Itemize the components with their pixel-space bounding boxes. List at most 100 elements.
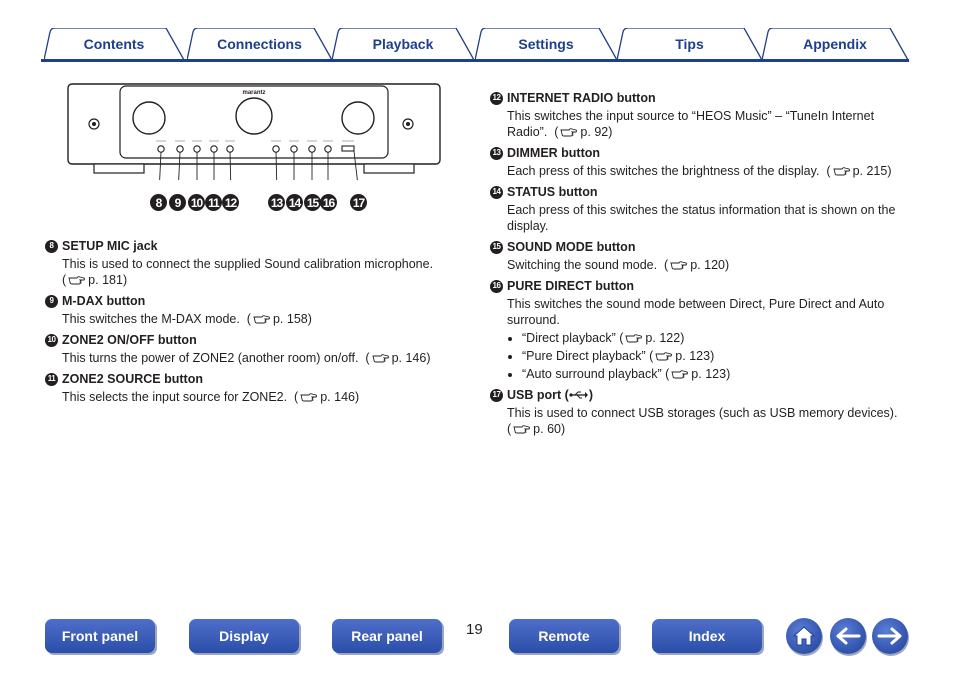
- rear-panel-button[interactable]: Rear panel: [332, 619, 442, 653]
- pointing-hand-icon: [655, 352, 673, 361]
- item-desc: Switching the sound mode.: [507, 258, 658, 272]
- brand-logo: marantz: [242, 90, 265, 96]
- bullet-tail: ): [726, 367, 731, 381]
- page-ref-link[interactable]: (p. 158): [243, 312, 312, 326]
- page-ref-link[interactable]: p. 123: [669, 367, 726, 381]
- tab-connections[interactable]: Connections: [187, 28, 332, 60]
- tab-label: Connections: [217, 36, 302, 52]
- pointing-hand-icon: [300, 393, 318, 402]
- item-desc: This turns the power of ZONE2 (another r…: [62, 351, 359, 365]
- page-ref: p. 60: [533, 422, 561, 436]
- page-ref: p. 146: [320, 390, 355, 404]
- pointing-hand-icon: [625, 334, 643, 343]
- page-ref-link[interactable]: (p. 92): [550, 125, 613, 139]
- item-number: 13: [490, 146, 503, 160]
- page-ref-link[interactable]: p. 123: [653, 349, 710, 363]
- item-title: ZONE2 SOURCE button: [62, 372, 203, 386]
- bullet-text: “Auto surround playback” (: [522, 367, 670, 381]
- tab-appendix[interactable]: Appendix: [762, 28, 908, 60]
- tab-underline: [41, 59, 909, 62]
- back-button[interactable]: [830, 618, 866, 654]
- item-title: INTERNET RADIO button: [507, 91, 656, 105]
- page-ref-link[interactable]: (p. 215): [822, 164, 892, 178]
- page-ref: p. 215: [852, 164, 888, 178]
- tab-label: Contents: [83, 36, 145, 52]
- remote-button[interactable]: Remote: [509, 619, 619, 653]
- display-button[interactable]: Display: [189, 619, 299, 653]
- index-button[interactable]: Index: [652, 619, 762, 653]
- item-title-tail: ): [588, 388, 593, 402]
- page-ref: p. 146: [391, 351, 427, 365]
- pointing-hand-icon: [560, 128, 578, 137]
- item-title: STATUS button: [507, 185, 598, 199]
- item-number: 8: [45, 239, 58, 253]
- item-title: SOUND MODE button: [507, 240, 636, 254]
- item-zone2-onoff: 10 ZONE2 ON/OFF button This turns the pow…: [45, 331, 455, 366]
- tab-contents-shape: [44, 28, 184, 60]
- item-usb-port: 17 USB port () This is used to connect US…: [490, 386, 910, 437]
- item-number: 9: [45, 294, 58, 308]
- tab-settings-shape: [475, 28, 617, 60]
- item-zone2-source: 11 ZONE2 SOURCE button This selects the i…: [45, 370, 455, 405]
- home-icon: [792, 626, 816, 646]
- tab-bar: Contents Connections Playback Settings T…: [0, 0, 954, 64]
- pointing-hand-icon: [68, 276, 86, 285]
- page-ref-link[interactable]: (p. 60): [507, 422, 566, 436]
- pointing-hand-icon: [832, 167, 850, 176]
- bullet-text: “Direct playback” (: [522, 331, 624, 345]
- page-ref: p. 123: [675, 349, 711, 363]
- item-number: 11: [45, 372, 58, 386]
- page-ref: p. 158: [272, 312, 308, 326]
- forward-button[interactable]: [872, 618, 908, 654]
- item-desc: Each press of this switches the status i…: [507, 203, 896, 233]
- list-item: “Pure Direct playback” ( p. 123): [522, 348, 910, 364]
- home-button[interactable]: [786, 618, 822, 654]
- pointing-hand-icon: [371, 354, 389, 363]
- tab-label: Playback: [372, 36, 434, 52]
- tab-label: Settings: [518, 36, 574, 52]
- tab-settings[interactable]: Settings: [475, 28, 617, 60]
- callout-13: 13: [268, 194, 285, 211]
- tab-contents[interactable]: Contents: [44, 28, 184, 60]
- item-number: 10: [45, 333, 58, 347]
- tab-tips[interactable]: Tips: [617, 28, 762, 60]
- page-ref-link[interactable]: (p. 146): [361, 351, 431, 365]
- page-ref: p. 92: [580, 125, 609, 139]
- tab-playback[interactable]: Playback: [332, 28, 474, 60]
- bullet-text: “Pure Direct playback” (: [522, 349, 654, 363]
- page-ref-link[interactable]: (p. 146): [290, 390, 360, 404]
- callout-16: 16: [320, 194, 337, 211]
- item-desc: Each press of this switches the brightne…: [507, 164, 820, 178]
- callout-8: 8: [150, 194, 167, 211]
- callout-9: 9: [169, 194, 186, 211]
- callout-14: 14: [286, 194, 303, 211]
- callout-12: 12: [222, 194, 239, 211]
- callout-10: 10: [188, 194, 205, 211]
- item-title: M-DAX button: [62, 294, 146, 308]
- page-ref-link[interactable]: p. 122: [623, 331, 680, 345]
- arrow-right-icon: [877, 627, 902, 645]
- item-title: ZONE2 ON/OFF button: [62, 333, 197, 347]
- item-number: 17: [490, 388, 503, 402]
- callout-17: 17: [350, 194, 367, 211]
- page-ref-link[interactable]: (p. 120): [660, 258, 730, 272]
- bullet-tail: ): [680, 331, 685, 345]
- item-title: USB port (: [507, 388, 569, 402]
- item-desc: This switches the input source to “HEOS …: [507, 109, 875, 139]
- page-ref-link[interactable]: (p. 181): [62, 273, 128, 287]
- item-desc: This is used to connect the supplied Sou…: [62, 257, 434, 271]
- callout-15: 15: [304, 194, 321, 211]
- list-item: “Auto surround playback” (p. 123): [522, 366, 910, 382]
- front-panel-button[interactable]: Front panel: [45, 619, 155, 653]
- bullet-tail: ): [710, 349, 715, 363]
- item-desc: This is used to connect USB storages (su…: [507, 406, 898, 420]
- tab-label: Appendix: [803, 36, 867, 52]
- page-ref: p. 181: [88, 273, 123, 287]
- item-desc: This selects the input source for ZONE2.: [62, 390, 288, 404]
- item-title: PURE DIRECT button: [507, 279, 635, 293]
- item-number: 16: [490, 279, 503, 293]
